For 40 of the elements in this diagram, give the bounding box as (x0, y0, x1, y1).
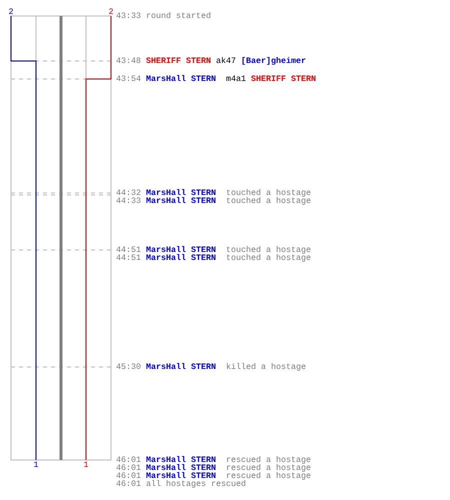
player-name: MarsHall STERN (146, 472, 216, 480)
timestamp: 43:33 (116, 12, 141, 20)
count-label: 1 (34, 461, 38, 469)
player-name: MarsHall STERN (146, 197, 216, 205)
timestamp: 46:01 (116, 464, 141, 472)
event-text: round started (146, 12, 211, 20)
event-text: touched a hostage (226, 254, 311, 262)
weapon-name: m4a1 (226, 75, 246, 83)
weapon-name: ak47 (216, 57, 236, 65)
player-name: MarsHall STERN (146, 246, 216, 254)
player-name: MarsHall STERN (146, 189, 216, 197)
timestamp: 46:01 (116, 472, 141, 480)
timestamp: 45:30 (116, 363, 141, 371)
timestamp: 44:51 (116, 254, 141, 262)
timestamp: 44:32 (116, 189, 141, 197)
player-name: MarsHall STERN (146, 363, 216, 371)
event-text: touched a hostage (226, 197, 311, 205)
timestamp: 44:33 (116, 197, 141, 205)
event-text: all hostages rescued (146, 480, 246, 488)
count-label: 2 (8, 8, 14, 16)
player-name: MarsHall STERN (146, 254, 216, 262)
timestamp: 44:51 (116, 246, 141, 254)
timestamp: 46:01 (116, 480, 141, 488)
event-text: rescued a hostage (226, 472, 311, 480)
event-text: rescued a hostage (226, 456, 311, 464)
player-name: MarsHall STERN (146, 456, 216, 464)
player-name: MarsHall STERN (146, 75, 216, 83)
player-name: MarsHall STERN (146, 464, 216, 472)
player-name: SHERIFF STERN (251, 75, 316, 83)
timestamp: 46:01 (116, 456, 141, 464)
event-text: touched a hostage (226, 246, 311, 254)
event-text: touched a hostage (226, 189, 311, 197)
event-text: rescued a hostage (226, 464, 311, 472)
player-name: SHERIFF STERN (146, 57, 211, 65)
count-label: 1 (84, 461, 88, 469)
count-label: 2 (108, 8, 114, 16)
player-name: [Baer]gheimer (241, 57, 306, 65)
timestamp: 43:48 (116, 57, 141, 65)
event-text: killed a hostage (226, 363, 306, 371)
timestamp: 43:54 (116, 75, 141, 83)
